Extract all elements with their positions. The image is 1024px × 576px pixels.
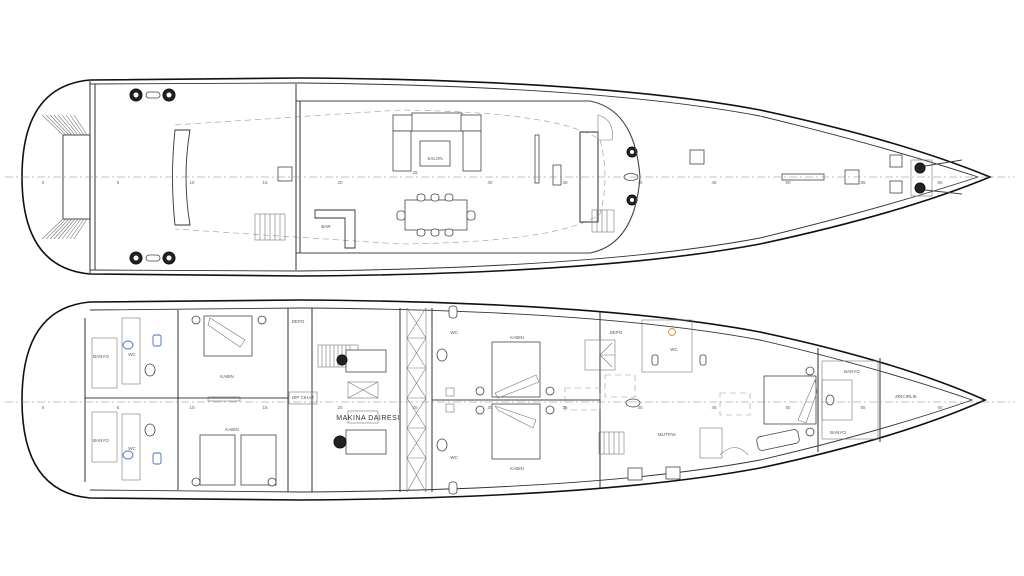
upper-hull-outline xyxy=(21,77,993,277)
frame-number: 25 xyxy=(412,170,418,175)
frame-number: 50 xyxy=(785,405,791,410)
salon-sofa: SALON xyxy=(392,112,482,172)
frame-number: 55 xyxy=(860,405,866,410)
label-salon: SALON xyxy=(427,156,442,161)
fuel-tanks xyxy=(406,307,427,493)
label-banyo: BANYO xyxy=(830,430,846,435)
label-wc: WC xyxy=(670,347,678,352)
frame-number: 45 xyxy=(711,405,717,410)
frame-number: 40 xyxy=(637,405,643,410)
lower-hull-inner xyxy=(89,307,974,493)
frame-number: 15 xyxy=(262,405,268,410)
mid-cabin-stbd: KABIN xyxy=(475,403,555,471)
anchor-windlass xyxy=(910,159,963,197)
frame-number: 0 xyxy=(42,180,45,185)
frame-number: 55 xyxy=(860,180,866,185)
frame-number: 40 xyxy=(637,180,643,185)
hatch xyxy=(689,149,705,165)
label-depo: DEPO xyxy=(610,330,623,335)
aft-cabin-port: KABIN xyxy=(191,315,267,379)
sink-icon xyxy=(668,328,676,336)
mast-step-lower xyxy=(625,398,641,408)
label-kabin: KABIN xyxy=(225,427,239,432)
hatch xyxy=(889,154,903,168)
frame-number: 0 xyxy=(42,405,45,410)
frame-number: 10 xyxy=(189,180,195,185)
frame-number: 45 xyxy=(711,180,717,185)
label-wc: WC xyxy=(450,330,458,335)
frame-number: 50 xyxy=(785,180,791,185)
hatch xyxy=(889,180,903,194)
forward-bathrooms: BANYO BANYO xyxy=(821,360,879,440)
partition xyxy=(534,134,540,184)
lower-hull-outline xyxy=(21,299,987,501)
dip-cihaz-box xyxy=(288,391,318,405)
dining-table xyxy=(396,193,476,237)
label-wc: WC xyxy=(128,446,136,451)
companionway-stairs xyxy=(254,114,615,241)
frame-number: 35 xyxy=(562,405,568,410)
label-makina-dairesi: MAKINA DAIRESI xyxy=(336,415,399,422)
aft-bathrooms: BANYO BANYO WC WC xyxy=(91,317,162,481)
label-dip-cihaz: DIP CIHAZ xyxy=(292,395,314,400)
upper-frame-numbers: 0 5 10 15 20 25 30 35 40 45 50 55 60 xyxy=(42,170,943,185)
aft-winches xyxy=(129,88,638,265)
label-mutfak: MUTFAK xyxy=(658,432,676,437)
dip-cihaz-mid-2 xyxy=(604,374,636,398)
helm-seat xyxy=(552,164,562,186)
aft-cabin-stbd: KABIN xyxy=(191,427,277,487)
label-wc: WC xyxy=(128,352,136,357)
label-depo: DEPO xyxy=(292,319,305,324)
frame-number: 35 xyxy=(562,180,568,185)
hatch xyxy=(277,166,293,182)
frame-number: 20 xyxy=(337,180,343,185)
label-kabin: KABIN xyxy=(220,374,234,379)
frame-number: 5 xyxy=(117,405,120,410)
lower-frame-numbers: 0 5 10 15 20 25 30 35 40 45 50 55 60 xyxy=(42,405,943,410)
bimini-outline xyxy=(174,109,606,245)
label-kabin: KABIN xyxy=(510,335,524,340)
frame-number: 20 xyxy=(337,405,343,410)
frame-number: 30 xyxy=(487,405,493,410)
lower-deck-plan: BANYO BANYO WC WC KABIN KABIN DEPO DIP C… xyxy=(5,299,1015,501)
bar-counter xyxy=(314,209,356,249)
upper-deck-plan: SALON BAR xyxy=(5,77,1015,277)
frame-number: 25 xyxy=(412,405,418,410)
generator xyxy=(347,381,379,399)
dip-cihaz-fwd xyxy=(719,392,751,416)
label-banyo: BANYO xyxy=(844,369,860,374)
aft-seat xyxy=(172,129,191,226)
forward-heads: DEPO WC xyxy=(610,319,707,373)
mid-bathrooms: WC WC xyxy=(436,305,458,495)
frame-number: 5 xyxy=(117,180,120,185)
frame-number: 60 xyxy=(937,180,943,185)
galley: MUTFAK xyxy=(627,427,749,481)
tv-unit xyxy=(207,396,241,402)
frame-number: 60 xyxy=(937,405,943,410)
label-banyo-port: BANYO xyxy=(93,354,109,359)
label-bar: BAR xyxy=(321,224,331,229)
mid-cabin-port: KABIN xyxy=(475,335,555,399)
engine-room: MAKINA DAIRESI xyxy=(317,344,399,455)
spiral-stairs xyxy=(584,339,625,455)
forward-cabin xyxy=(756,366,818,451)
frame-number: 10 xyxy=(189,405,195,410)
dip-cihaz-mid xyxy=(564,387,601,411)
label-wc: WC xyxy=(450,455,458,460)
label-kabin: KABIN xyxy=(510,466,524,471)
frame-number: 15 xyxy=(262,180,268,185)
frame-number: 30 xyxy=(487,180,493,185)
label-banyo-stbd: BANYO xyxy=(93,438,109,443)
label-zincirlik: ZINCIRLIK xyxy=(895,394,917,399)
